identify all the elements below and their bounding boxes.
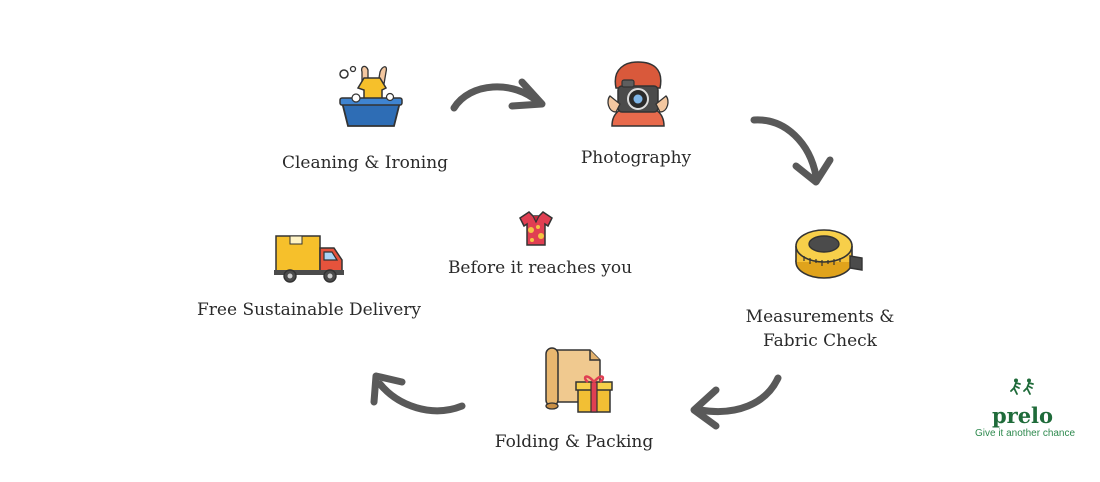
arrow-measurements-to-folding [690, 374, 782, 430]
washing-basin-icon [339, 65, 403, 127]
measuring-tape-icon [795, 229, 863, 279]
arrow-photography-to-measurements [750, 116, 834, 186]
brand-tagline: Give it another chance [975, 428, 1076, 439]
center-label: Before it reaches you [447, 258, 633, 278]
arrow-cleaning-to-photography [450, 78, 546, 112]
running-figures-icon [1009, 378, 1034, 395]
photographer-camera-icon [607, 61, 669, 127]
brand-logo: prelo Give it another chance [975, 378, 1076, 439]
step-measurements-line-1: Measurements & [745, 307, 895, 327]
step-cleaning-ironing: Cleaning & Ironing [281, 153, 449, 173]
fabric-roll-gift-icon [545, 347, 613, 413]
brand-name: prelo [991, 403, 1054, 428]
arrow-folding-to-delivery [370, 372, 466, 415]
step-measurements-line-2: Fabric Check [763, 331, 877, 351]
step-photography: Photography [580, 148, 692, 168]
step-folding-packing: Folding & Packing [494, 432, 654, 452]
step-measurements-fabric-check: Measurements & Fabric Check [740, 305, 900, 353]
shirt-icon [519, 211, 553, 246]
delivery-truck-icon [274, 235, 344, 283]
step-free-sustainable-delivery: Free Sustainable Delivery [197, 300, 421, 320]
